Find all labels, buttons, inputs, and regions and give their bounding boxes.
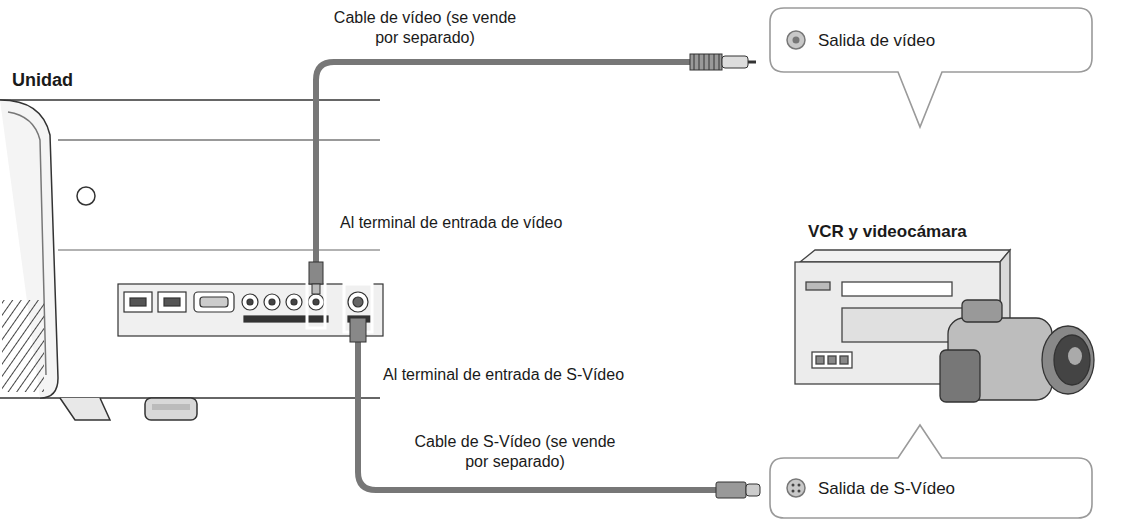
terminal-label: Al terminal de entrada de S-Vídeo bbox=[383, 365, 624, 385]
terminal-label: Al terminal de entrada de vídeo bbox=[340, 213, 562, 233]
bubble-outline bbox=[770, 425, 1092, 518]
bubble-outline bbox=[770, 8, 1092, 127]
s-video-cable bbox=[350, 318, 760, 498]
video-cable bbox=[309, 54, 756, 294]
output-label: Salida de S-Vídeo bbox=[770, 478, 971, 499]
unit-label: Unidad bbox=[12, 70, 73, 90]
callout-bubble: Salida de vídeo bbox=[770, 8, 1092, 72]
output-label: Salida de vídeo bbox=[770, 30, 951, 51]
rca-jack-icon bbox=[787, 31, 805, 49]
terminal-panel bbox=[118, 270, 383, 336]
cable-label: Cable de vídeo (se vende por separado) bbox=[330, 8, 520, 48]
camcorder bbox=[940, 300, 1094, 402]
callout-bubble: Salida de S-Vídeo bbox=[770, 458, 1092, 518]
projector-unit bbox=[0, 100, 380, 420]
s-video-jack-icon bbox=[787, 479, 805, 497]
device-label: VCR y videocámara bbox=[808, 222, 967, 242]
cable-label: Cable de S-Vídeo (se vende por separado) bbox=[410, 432, 620, 472]
